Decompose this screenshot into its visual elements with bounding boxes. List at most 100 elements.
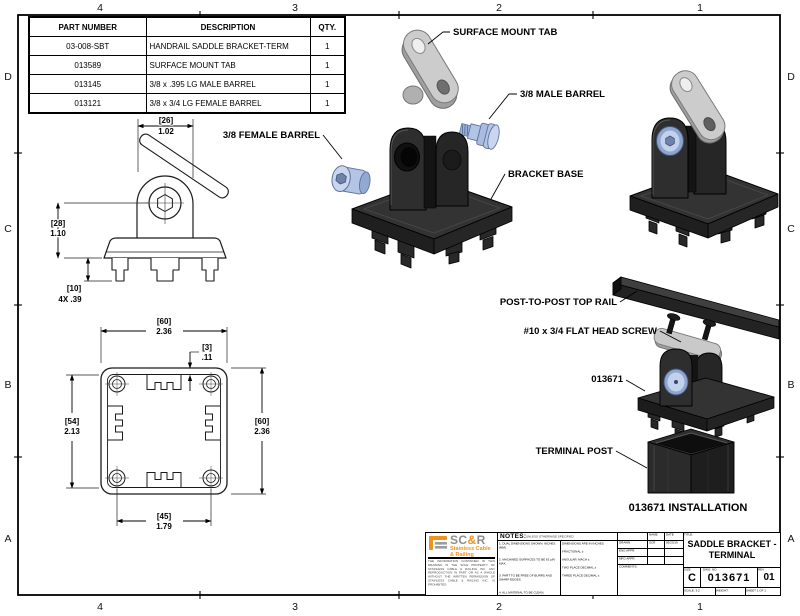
unless-otherwise: UNLESS OTHERWISE SPECIFIED	[526, 535, 574, 538]
assembled-view	[629, 70, 779, 248]
zone-label: 2	[496, 601, 502, 613]
zone-label: D	[787, 71, 795, 83]
notes-header: NOTES:	[500, 533, 527, 540]
tolerance-line: DIMENSIONS ARE IN INCHES	[562, 542, 604, 546]
label-part-number: 013671	[591, 374, 623, 385]
dim-right-in: 2.36	[254, 427, 270, 436]
approvals-cell: NAME DATE DRAWN SCR 03/23/19 ENG APPR. M…	[618, 533, 684, 595]
description-cell: 3/8 x 3/4 LG FEMALE BARREL	[145, 93, 311, 114]
notes-list: 1. DUAL DIMENSIONS SHOWN: INCHES [MM] 2.…	[498, 541, 560, 595]
zone-label: C	[787, 223, 795, 235]
zone-label: B	[787, 379, 794, 391]
table-row: 013145 3/8 x .395 LG MALE BARREL 1	[28, 74, 346, 94]
title-block: SC&R Stainless Cable & Railing PROPRIETA…	[425, 532, 781, 596]
drawing-title: SADDLE BRACKET - TERMINAL	[687, 539, 777, 561]
qty-cell: 1	[309, 93, 346, 114]
tolerance-line: TWO PLACE DECIMAL ±	[562, 566, 597, 570]
comments-label: COMMENTS:	[619, 565, 638, 569]
installation-caption: 013671 INSTALLATION	[629, 502, 748, 514]
qty-cell: 1	[309, 55, 346, 75]
note-item: 4. ALL MATERIAL TO BE CLEAN, DEGREASED A…	[499, 591, 545, 595]
size-value: C	[688, 572, 696, 584]
description-cell: 3/8 x .395 LG MALE BARREL	[145, 74, 311, 94]
rev-cell: REV 01	[758, 568, 775, 584]
top-rail	[612, 276, 780, 340]
sheet-cell: SHEET 1 OF 1	[746, 589, 766, 593]
note-item: 2. MACHINED SURFACES TO BE 63 μIN MAX.	[499, 558, 555, 566]
eng-appr-label: ENG APPR.	[619, 549, 636, 553]
dim-bottom-mm: [45]	[157, 512, 172, 521]
scr-logo-icon	[429, 536, 447, 550]
dim-height-mm: [28]	[51, 219, 66, 228]
male-barrel-part	[458, 122, 500, 150]
zone-label: C	[4, 223, 12, 235]
label-flat-head-screw: #10 x 3/4 FLAT HEAD SCREW	[524, 326, 657, 337]
dim-left-in: 2.13	[64, 427, 80, 436]
dim-width-in: 1.02	[158, 127, 174, 136]
qty-cell: 1	[309, 74, 346, 94]
tab-boss	[402, 85, 424, 105]
dim-width-mm: [26]	[159, 116, 174, 125]
logo-cell: SC&R Stainless Cable & Railing PROPRIETA…	[426, 533, 498, 595]
part-number-cell: 03-008-SBT	[28, 36, 147, 56]
drawn-date: 03/23/19	[666, 541, 678, 545]
table-row: 013121 3/8 x 3/4 LG FEMALE BARREL 1	[28, 93, 346, 114]
dim-depth-mm: [3]	[202, 343, 212, 352]
zone-label: 2	[496, 2, 502, 14]
zone-label: D	[4, 71, 12, 83]
zone-label: 1	[697, 2, 703, 14]
part-number-cell: 013145	[28, 74, 147, 94]
dim-height-in: 1.10	[50, 229, 66, 238]
zone-label: 3	[292, 601, 298, 613]
drawn-label: DRAWN	[619, 541, 631, 545]
name-header: NAME	[649, 533, 658, 537]
col-description: DESCRIPTION	[145, 16, 311, 37]
note-item: 1. DUAL DIMENSIONS SHOWN: INCHES [MM]	[499, 542, 556, 550]
proprietary-text: THE INFORMATION CONTAINED IN THIS DRAWIN…	[428, 560, 495, 587]
dim-right-mm: [60]	[255, 417, 270, 426]
drawn-name: SCR	[649, 541, 656, 545]
dim-bottom-in: 1.79	[156, 522, 172, 531]
exploded-view: SURFACE MOUNT TAB 3/8 MALE BARREL BRACKE…	[223, 27, 779, 269]
dim-top-mm: [60]	[157, 317, 172, 326]
col-part-number: PART NUMBER	[28, 16, 147, 37]
side-view: [26] 1.02 [28] 1.10 [10] 4X .39	[49, 115, 229, 305]
surface-mount-tab-part	[401, 29, 459, 109]
zone-label: 3	[292, 2, 298, 14]
label-male-barrel: 3/8 MALE BARREL	[520, 89, 605, 100]
rev-value: 01	[763, 572, 775, 583]
brand-line1: Stainless Cable	[450, 546, 491, 552]
proprietary-header: PROPRIETARY AND CONFIDENTIAL	[443, 558, 480, 559]
bracket-assembly	[637, 313, 775, 440]
female-barrel-part	[331, 165, 371, 195]
label-female-barrel: 3/8 FEMALE BARREL	[223, 130, 320, 141]
tolerance-line: FRACTIONAL ±	[562, 550, 584, 554]
label-top-rail: POST-TO-POST TOP RAIL	[500, 297, 617, 308]
dim-depth-in: .11	[202, 353, 213, 362]
label-surface-mount-tab: SURFACE MOUNT TAB	[453, 27, 557, 38]
dwg-no-value: 013671	[707, 572, 751, 584]
installation-view: POST-TO-POST TOP RAIL #10 x 3/4 FLAT HEA…	[500, 276, 780, 514]
tolerance-block: DIMENSIONS ARE IN INCHES FRACTIONAL ± AN…	[561, 541, 617, 595]
tolerance-line: ANGULAR: MACH ±	[562, 558, 590, 562]
part-number-cell: 013589	[28, 55, 147, 75]
title-label: TITLE:	[684, 533, 694, 537]
label-terminal-post: TERMINAL POST	[536, 446, 614, 457]
dim-left-mm: [54]	[65, 417, 80, 426]
label-bracket-base: BRACKET BASE	[508, 169, 583, 180]
bottom-view: [60] 2.36 [60] 2.36 [54] 2.13 [45] 1.79 …	[63, 316, 272, 533]
dim-top-in: 2.36	[156, 327, 172, 336]
table-row: 03-008-SBT HANDRAIL SADDLE BRACKET-TERM …	[28, 36, 346, 56]
note-item: 3. PART TO BE FREE OF BURRS AND SHARP ED…	[499, 574, 552, 582]
bracket-base-part	[351, 127, 513, 269]
zone-label: A	[4, 533, 11, 545]
scale-cell: SCALE: 3:2	[684, 588, 716, 595]
table-row: 013589 SURFACE MOUNT TAB 1	[28, 55, 346, 75]
part-number-cell: 013121	[28, 93, 147, 114]
zone-label: A	[787, 533, 794, 545]
mfg-appr-label: MFG APPR.	[619, 557, 636, 561]
mount-holes	[105, 372, 223, 490]
tolerance-line: THREE PLACE DECIMAL ±	[562, 574, 600, 578]
zone-label: 4	[97, 601, 103, 613]
